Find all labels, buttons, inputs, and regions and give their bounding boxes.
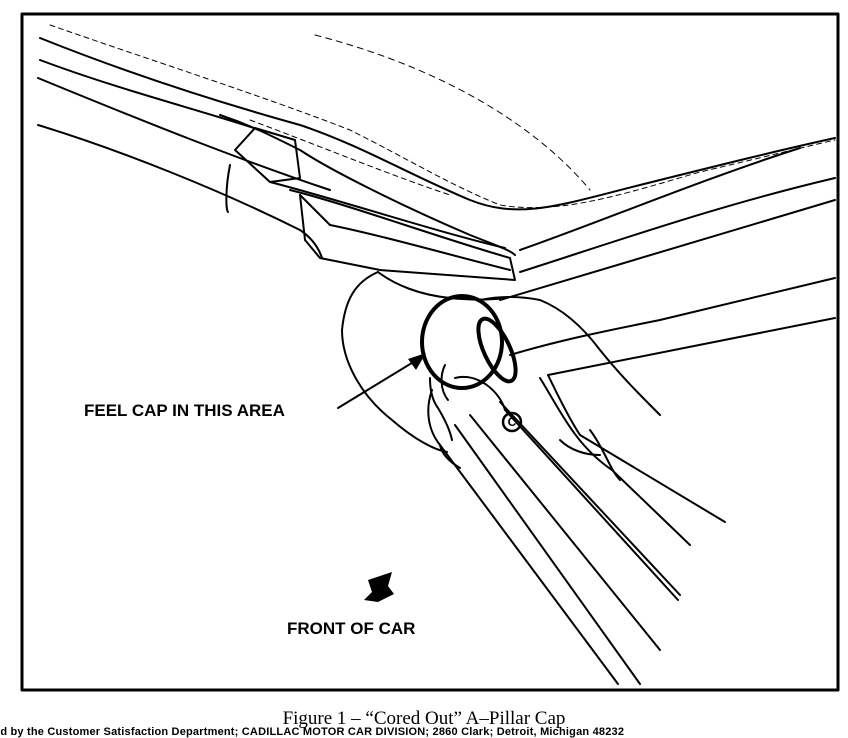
front-of-car-arrow [364,572,394,602]
feel-cap-label: FEEL CAP IN THIS AREA [84,401,285,420]
lower-pillar-tube [427,375,681,685]
upper-trim-piece [219,114,516,281]
feel-area-ring-left [420,294,504,390]
leader-line [337,357,421,409]
leader-arrowhead [408,353,426,370]
callout-c-letter: C [508,415,517,429]
front-of-car-label: FRONT OF CAR [287,619,415,638]
feel-area-ring-right [476,316,518,384]
figure-caption: Figure 1 – “Cored Out” A–Pillar Cap [282,708,566,729]
roof-rail [37,37,836,273]
right-pillar-member [499,199,836,546]
weatherstrip-stitching [49,24,836,209]
callout-c-circle [501,411,523,433]
diagram-frame [20,12,840,692]
glass-edge-dashed [314,34,591,191]
footer-credit: ed by the Customer Satisfaction Departme… [0,726,625,738]
